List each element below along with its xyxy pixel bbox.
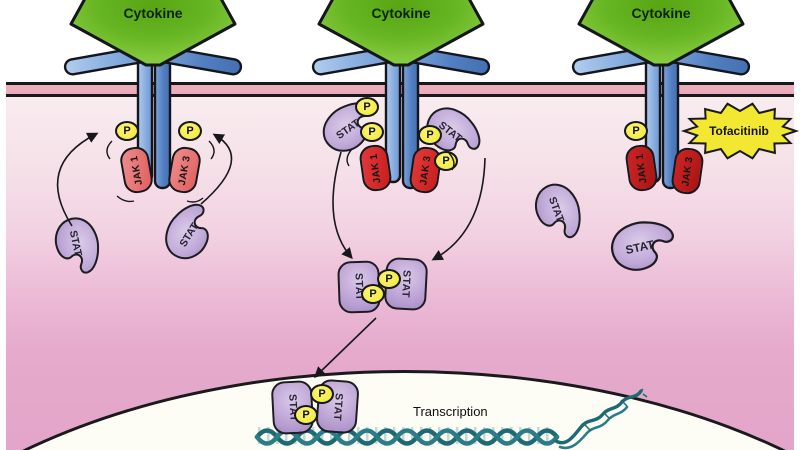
phosphate-badge: P	[355, 97, 379, 117]
tofacitinib-inhibitor: Tofacitinib	[680, 102, 800, 160]
phosphate-badge: P	[115, 121, 139, 141]
phosphate-badge: P	[377, 269, 401, 289]
cytokine-molecule-left: Cytokine	[69, 0, 237, 67]
transcription-label: Transcription	[413, 404, 488, 419]
phosphate-badge: P	[418, 125, 442, 145]
dna-helix	[254, 388, 648, 450]
cytokine-label: Cytokine	[371, 5, 430, 21]
stat-protein: STAT	[534, 183, 581, 239]
jak1-label: JAK 1	[128, 154, 145, 186]
stat-protein: STAT	[610, 221, 674, 271]
jak3-label: JAK 3	[176, 154, 193, 186]
phosphate-badge: P	[361, 284, 385, 304]
stat-protein: STAT	[54, 217, 100, 274]
cytokine-molecule-middle: Cytokine	[317, 0, 485, 67]
cytokine-molecule-right: Cytokine	[577, 0, 745, 67]
dna-unwound-strand	[554, 389, 643, 445]
stat-protein: STAT	[165, 203, 209, 260]
cytokine-label: Cytokine	[631, 5, 690, 21]
phosphate-badge: P	[360, 122, 384, 142]
phosphate-badge: P	[178, 121, 202, 141]
svg-text:STAT: STAT	[67, 229, 84, 257]
cytokine-label: Cytokine	[123, 5, 182, 21]
phosphate-badge: P	[310, 384, 334, 404]
phosphate-badge: P	[624, 121, 648, 141]
tofacitinib-label: Tofacitinib	[709, 124, 769, 138]
phosphate-badge: P	[294, 405, 318, 425]
phosphate-badge: P	[434, 151, 458, 171]
svg-text:STAT: STAT	[624, 238, 656, 257]
